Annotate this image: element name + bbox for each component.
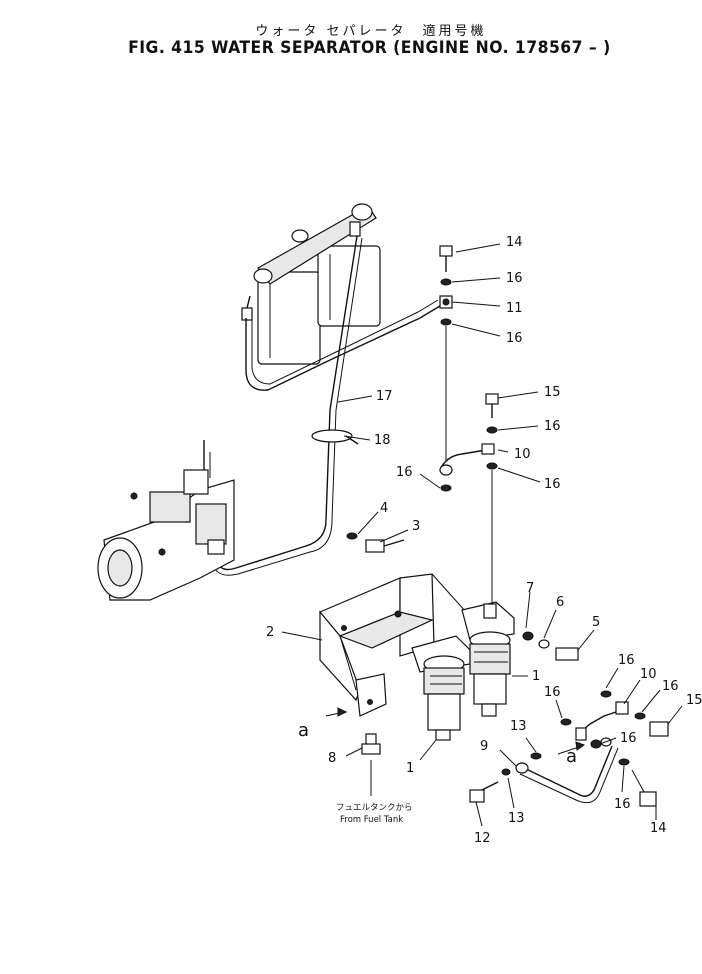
callout-16: 16 <box>506 331 523 346</box>
callout-16: 16 <box>544 685 561 700</box>
water-separator-right <box>461 601 515 717</box>
callout-1: 1 <box>532 669 540 684</box>
callout-16: 16 <box>506 271 523 286</box>
callout-14: 14 <box>650 821 667 836</box>
callout-11: 11 <box>506 301 523 316</box>
tube-9 <box>469 745 619 804</box>
callout-16: 16 <box>618 653 635 668</box>
title-japanese: ウォータ セパレータ 適用号機 <box>255 24 487 39</box>
injection-pump <box>97 440 235 601</box>
callout-15: 15 <box>686 693 702 708</box>
callout-9: 9 <box>480 739 488 754</box>
callout-16: 16 <box>396 465 413 480</box>
view-mark-a-right: a <box>566 746 577 767</box>
fuel-note-english: From Fuel Tank <box>340 815 403 825</box>
callout-3: 3 <box>412 519 420 534</box>
callout-16: 16 <box>620 731 637 746</box>
upper-hardware <box>439 245 453 462</box>
fuel-note-japanese: フュエルタンクから <box>336 803 413 813</box>
callout-16: 16 <box>544 477 561 492</box>
callout-4: 4 <box>380 501 388 516</box>
callout-16: 16 <box>614 797 631 812</box>
upper-filter-assembly <box>241 203 381 365</box>
callout-labels: 14 16 11 16 15 16 10 16 16 17 18 4 3 2 7… <box>266 235 702 846</box>
callout-13: 13 <box>508 811 525 826</box>
callout-18: 18 <box>374 433 391 448</box>
callout-17: 17 <box>376 389 393 404</box>
callout-7: 7 <box>526 581 534 596</box>
callout-10: 10 <box>514 447 531 462</box>
callout-2: 2 <box>266 625 274 640</box>
callout-16: 16 <box>662 679 679 694</box>
callout-12: 12 <box>474 831 491 846</box>
figure-title: FIG. 415 WATER SEPARATOR (ENGINE NO. 178… <box>128 38 611 58</box>
bracket-2 <box>319 573 467 717</box>
clamp-18 <box>311 429 359 445</box>
callout-13: 13 <box>510 719 527 734</box>
callout-16: 16 <box>544 419 561 434</box>
washer-bolt-3-4 <box>346 532 405 553</box>
middle-hardware <box>439 393 499 604</box>
view-mark-a-left: a <box>298 720 309 741</box>
callout-6: 6 <box>556 595 564 610</box>
leader-lines <box>281 243 683 827</box>
callout-1: 1 <box>406 761 414 776</box>
right-hardware <box>522 631 669 807</box>
callout-14: 14 <box>506 235 523 250</box>
hose-17 <box>211 235 441 576</box>
callout-5: 5 <box>592 615 600 630</box>
callout-15: 15 <box>544 385 561 400</box>
callout-8: 8 <box>328 751 336 766</box>
callout-10: 10 <box>640 667 657 682</box>
drain-valve-8 <box>361 733 381 796</box>
water-separator-left <box>411 635 471 741</box>
